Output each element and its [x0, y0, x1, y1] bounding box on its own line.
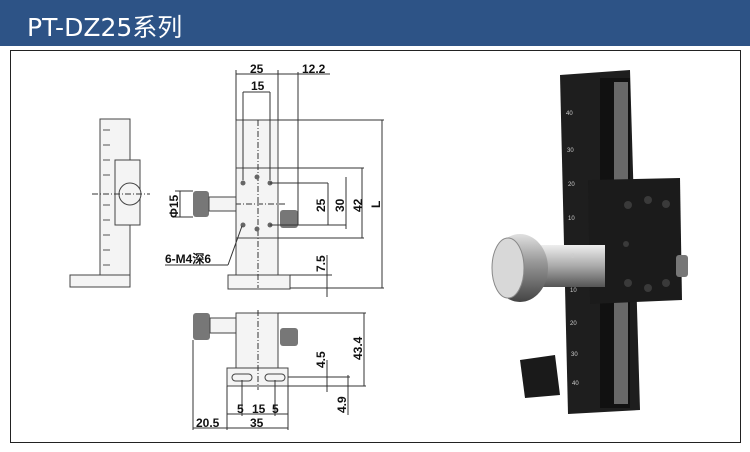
dim-43-4: 43.4 [351, 336, 365, 360]
page-title: PT-DZ25系列 [27, 13, 183, 42]
product-photo: 40 30 20 10 0 10 20 30 40 [491, 70, 688, 414]
dim-knob-dia: Φ15 [167, 194, 181, 218]
dim-25-width: 25 [250, 62, 264, 76]
bottom-view: 43.4 4.5 4.9 5 15 5 20.5 35 [192, 310, 366, 430]
dim-42: 42 [351, 198, 365, 212]
content-frame [10, 50, 741, 443]
scale-label: 10 [568, 216, 575, 222]
dim-5-left: 5 [237, 402, 244, 416]
scale-label: 20 [568, 182, 575, 188]
dim-30: 30 [333, 198, 347, 212]
scale-label: 40 [572, 381, 579, 387]
scale-label: 40 [566, 111, 573, 117]
scale-label: 20 [570, 321, 577, 327]
holes-note: 6-M4深6 [165, 251, 211, 266]
dim-15-holes: 15 [251, 79, 265, 93]
dim-12-2: 12.2 [302, 62, 326, 76]
dim-15-bottom: 15 [252, 402, 266, 416]
dim-4-9: 4.9 [335, 396, 349, 413]
header-bar: PT-DZ25系列 [0, 0, 750, 46]
dim-20-5: 20.5 [196, 416, 220, 430]
front-view: 25 12.2 15 Φ15 6-M4深6 25 30 42 L 7.5 [165, 62, 384, 297]
scale-label: 30 [571, 352, 578, 358]
dim-25-holes: 25 [314, 198, 328, 212]
scale-label: 30 [567, 148, 574, 154]
dim-7-5: 7.5 [314, 255, 328, 272]
scale-label: 10 [570, 288, 577, 294]
side-view [69, 118, 150, 288]
dim-35: 35 [250, 416, 264, 430]
dim-5-right: 5 [272, 402, 279, 416]
scale-label: 0 [571, 254, 575, 260]
dim-L: L [369, 201, 383, 208]
photo-scale: 40 30 20 10 0 10 20 30 40 [566, 111, 579, 387]
dim-4-5: 4.5 [314, 351, 328, 368]
